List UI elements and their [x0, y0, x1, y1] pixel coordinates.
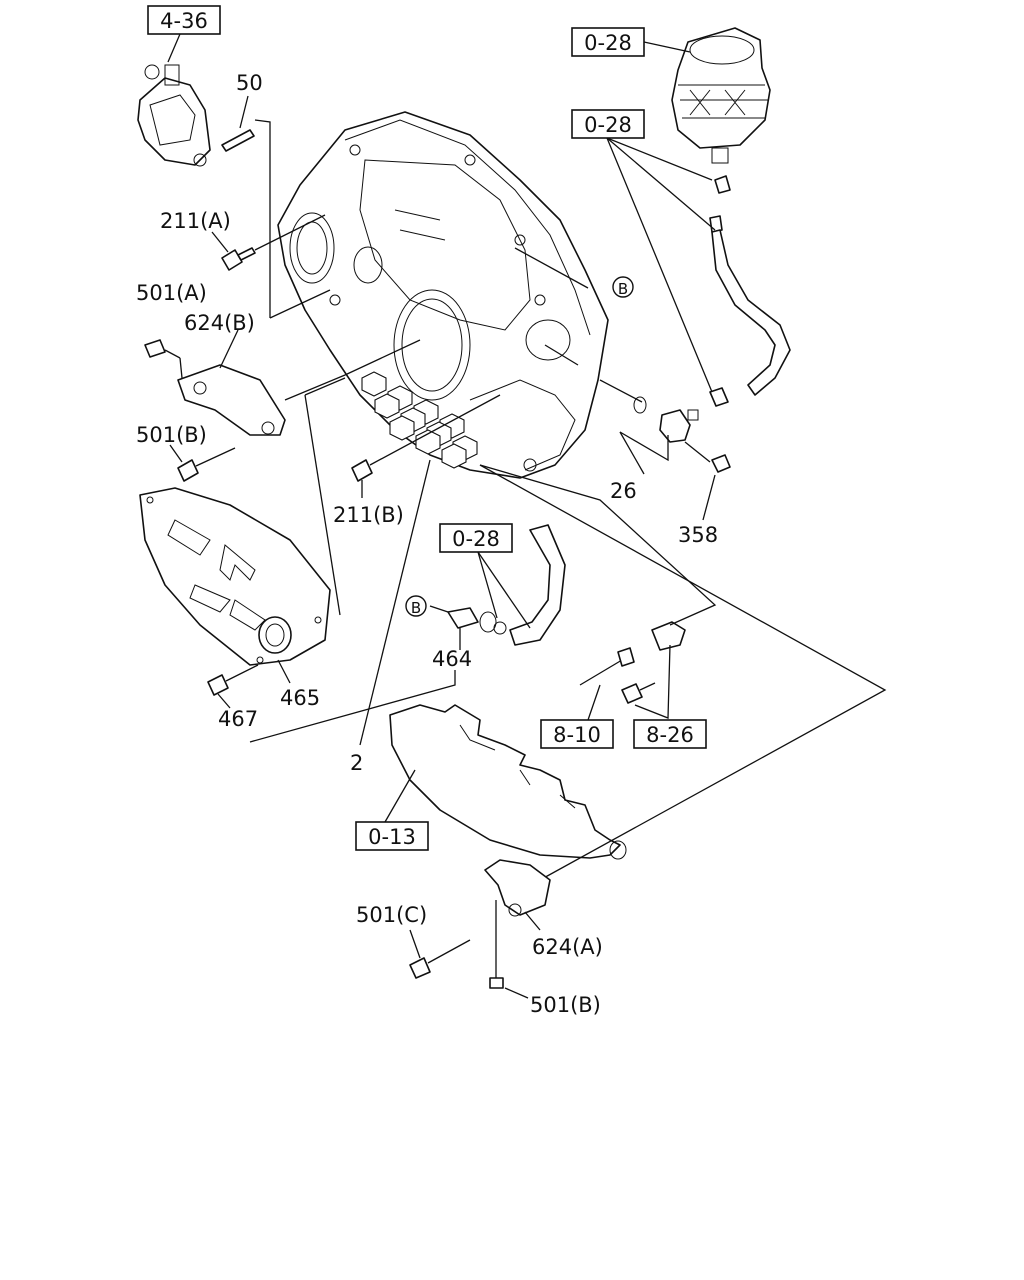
svg-text:4-36: 4-36 [160, 9, 208, 33]
sensor-26-drawing [599, 379, 731, 473]
actuator-drawing [137, 64, 211, 167]
hose-drawing [709, 175, 791, 407]
ref-box-0-13[interactable]: 0-13 [355, 821, 429, 851]
label-358: 358 [678, 523, 718, 547]
flywheel-housing-drawing [277, 111, 609, 479]
ref-box-0-28-hose[interactable]: 0-28 [571, 109, 645, 139]
label-501b-bottom: 501(B) [530, 993, 601, 1017]
bolt-467-drawing [207, 664, 259, 709]
ref-box-4-36[interactable]: 4-36 [147, 5, 221, 35]
pipe-464-drawing [447, 524, 566, 646]
svg-text:0-13: 0-13 [368, 825, 416, 849]
ref-box-8-26[interactable]: 8-26 [633, 719, 707, 749]
bolt-50-drawing [221, 95, 255, 152]
label-26: 26 [610, 479, 637, 503]
sensor-8-26-drawing [579, 621, 686, 704]
label-2: 2 [350, 751, 363, 775]
label-501a: 501(A) [136, 281, 207, 305]
bracket-624a-drawing [409, 859, 551, 999]
svg-text:0-28: 0-28 [452, 527, 500, 551]
svg-text:8-26: 8-26 [646, 723, 694, 747]
svg-text:0-28: 0-28 [584, 113, 632, 137]
bolt-211a-drawing [211, 214, 326, 271]
label-624a: 624(A) [532, 935, 603, 959]
oil-filter-drawing [671, 27, 771, 164]
svg-text:B: B [411, 599, 421, 617]
svg-text:0-28: 0-28 [584, 31, 632, 55]
label-501b-top: 501(B) [136, 423, 207, 447]
label-circle-b-fitting: B [405, 595, 427, 617]
cover-plate-465-drawing [139, 487, 331, 666]
label-624b: 624(B) [184, 311, 255, 335]
label-211a: 211(A) [160, 209, 231, 233]
label-464: 464 [432, 647, 472, 671]
svg-text:B: B [618, 280, 628, 298]
label-467: 467 [218, 707, 258, 731]
ref-box-0-28-pipe[interactable]: 0-28 [439, 523, 513, 553]
label-211b: 211(B) [333, 503, 404, 527]
ref-box-8-10[interactable]: 8-10 [540, 719, 614, 749]
label-501c: 501(C) [356, 903, 427, 927]
heat-shield-drawing [389, 704, 627, 860]
ref-box-0-28-top[interactable]: 0-28 [571, 27, 645, 57]
bracket-624b-drawing [144, 329, 421, 482]
label-50: 50 [236, 71, 263, 95]
bolt-211b-drawing [351, 394, 501, 498]
label-465: 465 [280, 686, 320, 710]
honeycomb-ribs [361, 371, 478, 469]
label-circle-b-housing: B [612, 276, 634, 298]
svg-text:8-10: 8-10 [553, 723, 601, 747]
